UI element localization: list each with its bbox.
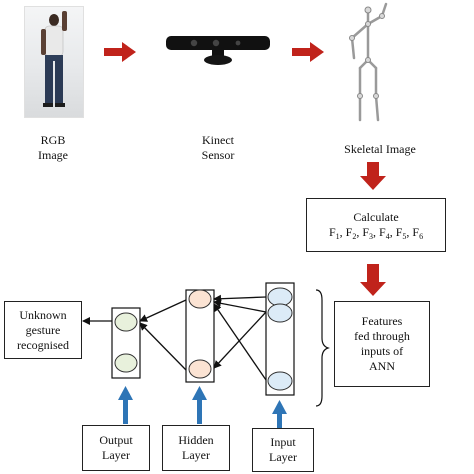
kinect-sensor-image: [166, 36, 270, 65]
arrow-calculate-to-features: [360, 264, 386, 296]
features-line2: fed through: [354, 329, 410, 343]
hidden-node: [188, 289, 212, 309]
person-figure: [41, 11, 67, 107]
output-layer-line1: Output: [99, 433, 133, 447]
features-line1: Features: [361, 314, 403, 328]
calculate-box: Calculate F1, F2, F3, F4, F5, F6: [306, 198, 446, 252]
rgb-label-line1: RGB: [40, 133, 66, 147]
features-line4: ANN: [369, 359, 395, 373]
output-node: [114, 353, 138, 373]
features-formula: F1, F2, F3, F4, F5, F6: [328, 225, 424, 241]
unknown-line3: recognised: [17, 337, 69, 352]
unknown-line2: gesture: [25, 322, 61, 337]
hidden-layer-line2: Layer: [182, 448, 210, 462]
input-layer-line1: Input: [270, 435, 296, 449]
kinect-sensor-label: Kinect Sensor: [180, 133, 256, 163]
unknown-gesture-box: Unknown gesture recognised: [4, 301, 82, 359]
input-layer-line2: Layer: [269, 450, 297, 464]
curly-brace: [315, 289, 330, 407]
skeleton-figure: [349, 2, 388, 122]
arrow-rgb-to-kinect: [104, 42, 136, 62]
rgb-photo: [24, 6, 84, 118]
kinect-label-line1: Kinect: [202, 133, 234, 147]
features-box: Features fed through inputs of ANN: [334, 301, 430, 387]
hidden-layer-box: Hidden Layer: [162, 425, 230, 471]
output-node: [114, 312, 138, 332]
output-layer-line2: Layer: [102, 448, 130, 462]
arrow-skeleton-to-calculate: [360, 162, 386, 190]
input-layer-box: Input Layer: [252, 428, 314, 472]
hidden-layer-line1: Hidden: [178, 433, 214, 447]
rgb-image-label: RGB Image: [20, 133, 86, 163]
input-node: [267, 287, 293, 307]
input-node: [267, 371, 293, 391]
rgb-label-line2: Image: [38, 148, 68, 162]
features-line3: inputs of: [360, 344, 404, 358]
kinect-label-line2: Sensor: [201, 148, 235, 162]
hidden-node: [188, 359, 212, 379]
calculate-title: Calculate: [353, 210, 399, 224]
arrow-kinect-to-skeleton: [292, 42, 324, 62]
input-node: [267, 303, 293, 323]
output-layer-box: Output Layer: [82, 425, 150, 471]
skeletal-image-label: Skeletal Image: [344, 142, 416, 156]
unknown-line1: Unknown: [19, 307, 67, 322]
